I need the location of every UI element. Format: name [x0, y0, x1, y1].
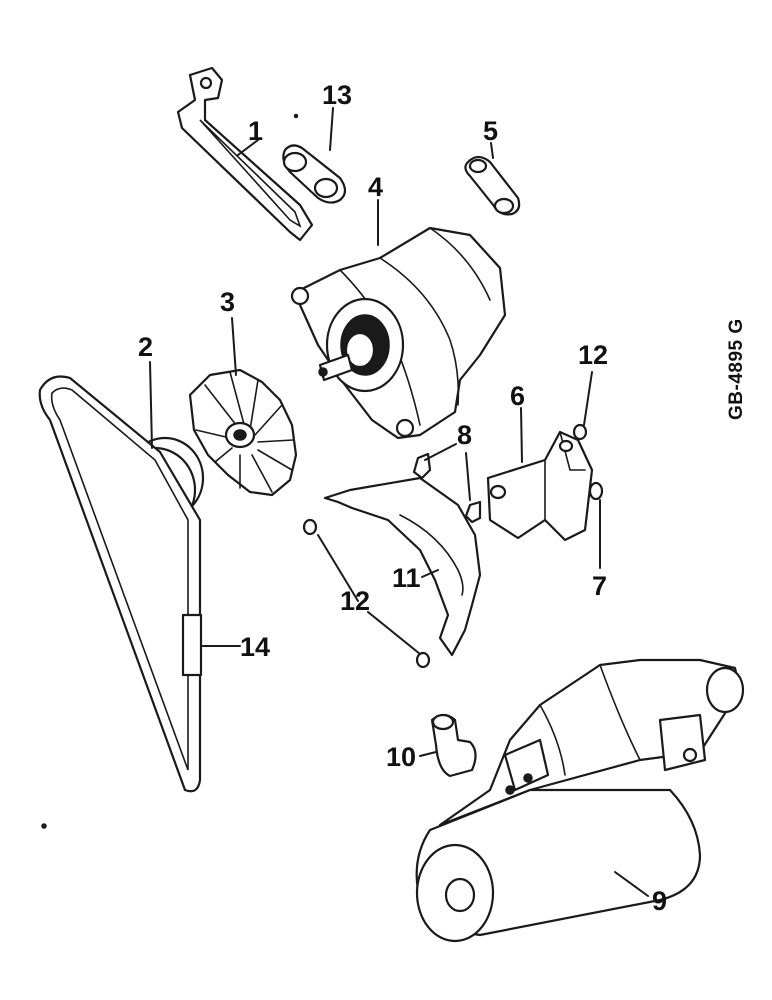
reference-code: GB-4895 G [726, 318, 747, 420]
part-5-link [464, 155, 521, 216]
print-speck [293, 113, 299, 119]
part-12-washers [302, 423, 588, 669]
part-3-fan [188, 368, 298, 497]
callout-7: 7 [592, 571, 607, 601]
part-14-v-belt [38, 375, 203, 793]
part-7-washer [588, 481, 604, 501]
callout-13: 13 [322, 80, 352, 110]
part-9-starter [415, 658, 745, 943]
callout-1: 1 [248, 116, 263, 146]
part-13-link [282, 144, 347, 204]
callout-5: 5 [483, 116, 498, 146]
callout-12-lower: 12 [340, 586, 370, 616]
callout-labels: 1 13 5 4 3 2 12 6 8 11 7 12 14 10 9 [138, 80, 667, 916]
part-11-strap [323, 476, 482, 657]
print-speck [41, 823, 47, 829]
part-6-support [486, 430, 594, 542]
callout-4: 4 [368, 172, 383, 202]
callout-8: 8 [457, 420, 472, 450]
callout-10: 10 [386, 742, 416, 772]
callout-2: 2 [138, 332, 153, 362]
callout-14: 14 [240, 632, 270, 662]
callout-6: 6 [510, 381, 525, 411]
callout-9: 9 [652, 886, 667, 916]
part-4-alternator [290, 226, 507, 440]
part-1-bracket [176, 66, 314, 242]
leader-lines [149, 107, 649, 897]
callout-11: 11 [392, 563, 421, 593]
callout-12-upper: 12 [578, 340, 608, 370]
callout-3: 3 [220, 287, 235, 317]
part-10-boot [430, 713, 477, 778]
